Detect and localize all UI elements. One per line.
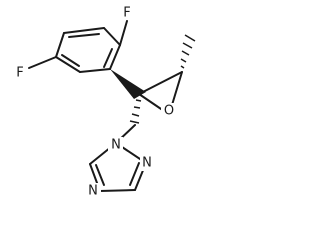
wedge-bond-aryl: [110, 69, 146, 99]
bond-ring-double-a: [103, 48, 113, 68]
bond-c-f-left: [28, 56, 57, 69]
bond-epoxide-c2-o: [138, 93, 165, 112]
hashed-bond-methylene: [129, 99, 142, 124]
bond-c3-n4: [99, 189, 136, 192]
triazole-n2-label: N: [142, 156, 152, 171]
atom-label-n1: N: [108, 137, 123, 153]
atom-label-f-left: F: [14, 66, 27, 81]
atom-label-f-top: F: [121, 5, 134, 21]
fluorine-left-label: F: [16, 66, 23, 81]
bond-ring-double-b: [61, 54, 80, 67]
bond-n4-c5-double: [95, 164, 105, 186]
hashed-bond-methyl: [180, 34, 196, 69]
bond-n2-c3-double: [129, 162, 140, 186]
bond-ring-5-6: [55, 32, 65, 58]
bond-c-f-top: [119, 20, 128, 46]
bond-ring-2-3: [109, 44, 121, 70]
bond-ring-4-5: [55, 56, 81, 73]
atom-label-n2: N: [140, 155, 155, 171]
bond-ring-6-1: [63, 27, 105, 34]
epoxide-oxygen-label: O: [164, 104, 174, 119]
difluorophenyl-ring: [55, 27, 121, 73]
triazole-n4-label: N: [88, 184, 98, 199]
bond-epoxide-c3-o: [171, 71, 183, 106]
fluorine-top-label: F: [123, 6, 130, 21]
atom-label-n4: N: [86, 183, 101, 199]
triazole-n1-label: N: [111, 138, 121, 153]
bond-ring-3-4: [79, 68, 111, 73]
bond-ring-double-c: [68, 33, 100, 38]
atom-label-oxygen: O: [161, 103, 176, 119]
molecule-structure: F F O N N N: [14, 5, 196, 199]
bond-epoxide-c2-c3: [138, 71, 183, 95]
bond-ring-1-2: [103, 27, 121, 46]
